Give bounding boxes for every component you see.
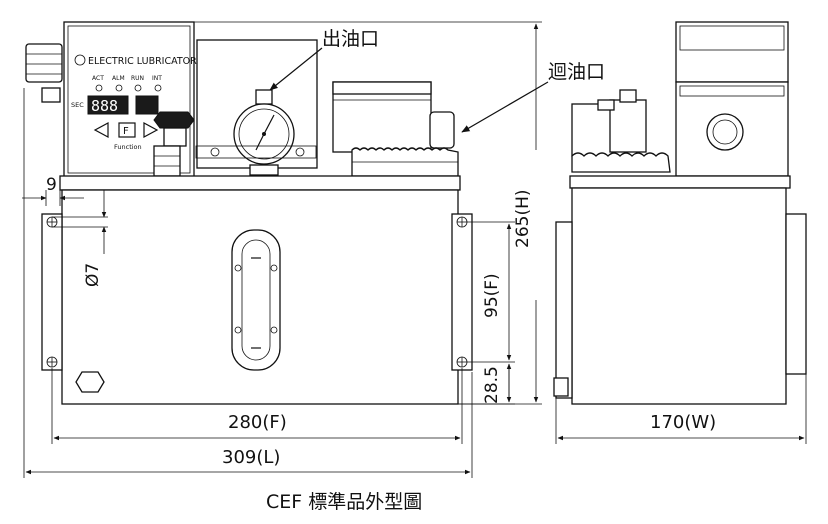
indicator-row: ACT ALM RUN INT [92, 75, 162, 92]
side-fitting-icon [706, 113, 744, 151]
brand-logo-icon [74, 54, 86, 66]
callout-return: 迴油口 [548, 61, 605, 83]
adjust-knob-icon [153, 111, 195, 129]
function-key-label: F [123, 126, 129, 137]
indicator-int: INT [152, 75, 162, 82]
front-view: ELECTRIC LUBRICATOR ACT ALM RUN INT SEC … [25, 21, 473, 405]
dim-280: 280(F) [228, 412, 287, 433]
sec-label: SEC [71, 101, 84, 109]
left-key-icon [93, 121, 109, 139]
tank-rim [59, 175, 461, 191]
led-int-icon [154, 84, 162, 92]
indicator-run: RUN [131, 75, 144, 82]
seven-segment-display [87, 95, 129, 115]
seven-segment-digits: 888 [91, 97, 118, 115]
indicator-act: ACT [92, 75, 104, 82]
right-key-icon [143, 121, 159, 139]
dim-309: 309(L) [222, 447, 280, 468]
led-act-icon [95, 84, 103, 92]
sight-screw-bl-icon [234, 326, 242, 334]
gauge-pivot-icon [262, 132, 266, 136]
sight-screw-tl-icon [234, 264, 242, 272]
callout-outlet: 出油口 [322, 28, 379, 50]
drain-plug-icon [75, 371, 105, 393]
led-run-icon [134, 84, 142, 92]
sight-screw-tr-icon [270, 264, 278, 272]
side-view [553, 21, 807, 405]
sight-glass [231, 229, 281, 371]
dim-9: 9 [46, 175, 57, 195]
right-bracket [451, 213, 473, 371]
filler-cap [332, 81, 459, 177]
cable-gland [25, 43, 63, 103]
brand-label: ELECTRIC LUBRICATOR [88, 56, 197, 67]
dim-265: 265(H) [513, 190, 533, 249]
led-alm-icon [115, 84, 123, 92]
caption: CEF 標準品外型圖 [266, 491, 422, 513]
dim-28-5: 28.5 [482, 366, 502, 404]
dim-170: 170(W) [650, 412, 716, 433]
dimension-lines: 9 Ø7 95(F) 28.5 265(H) 280(F) [22, 21, 807, 478]
callouts: 出油口 迴油口 [269, 28, 605, 133]
pressure-gauge [195, 89, 317, 176]
dim-95: 95(F) [482, 273, 502, 318]
left-bracket [41, 213, 63, 371]
sight-screw-br-icon [270, 326, 278, 334]
side-tank [571, 187, 787, 405]
indicator-alm: ALM [112, 75, 125, 82]
dim-7: Ø7 [83, 263, 103, 287]
function-label: Function [114, 143, 142, 151]
function-key [118, 122, 136, 138]
